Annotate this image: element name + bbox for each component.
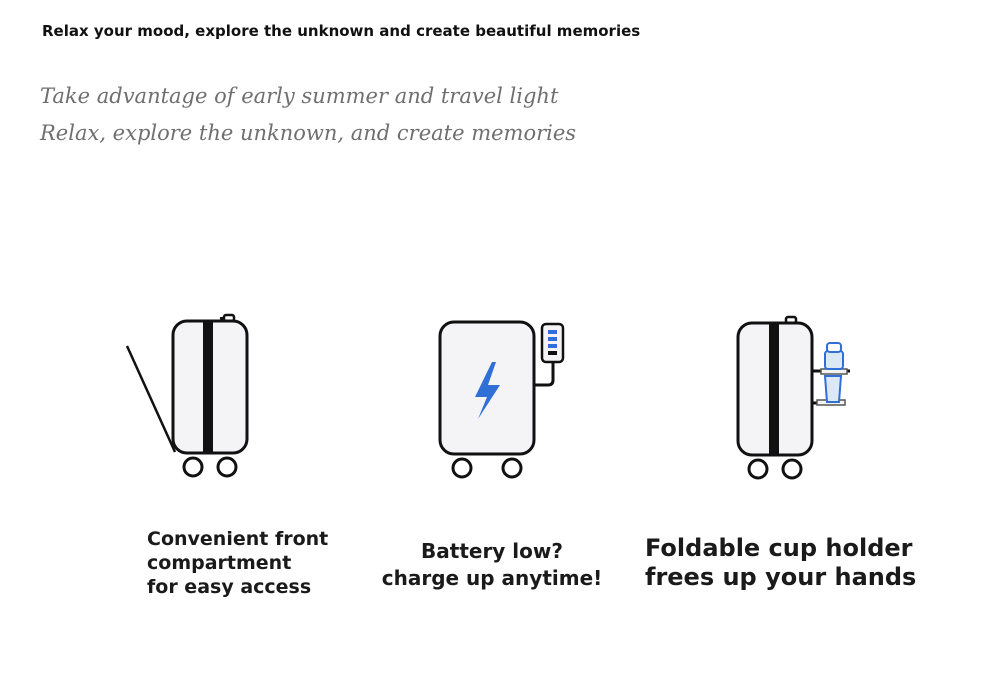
- feature-charging-text: Battery low? charge up anytime!: [372, 538, 612, 592]
- feature-front-compartment-text: Convenient front compartment for easy ac…: [147, 527, 328, 599]
- page-headline: Relax your mood, explore the unknown and…: [42, 22, 641, 40]
- suitcase-cup-holder-icon: [736, 315, 850, 480]
- feature-line: Battery low?: [421, 539, 563, 563]
- feature-cup-holder-text: Foldable cup holder frees up your hands: [645, 534, 916, 592]
- tagline-line-2: Relax, explore the unknown, and create m…: [40, 121, 577, 145]
- suitcase-front-compartment-icon: [125, 313, 249, 478]
- feature-line: compartment: [147, 552, 292, 574]
- tagline-line-1: Take advantage of early summer and trave…: [40, 84, 559, 108]
- feature-line: Foldable cup holder: [645, 534, 913, 562]
- suitcase-charging-icon: [438, 320, 565, 479]
- feature-line: frees up your hands: [645, 563, 917, 591]
- feature-line: for easy access: [147, 576, 312, 598]
- feature-line: Convenient front: [147, 528, 329, 550]
- feature-line: charge up anytime!: [381, 566, 603, 590]
